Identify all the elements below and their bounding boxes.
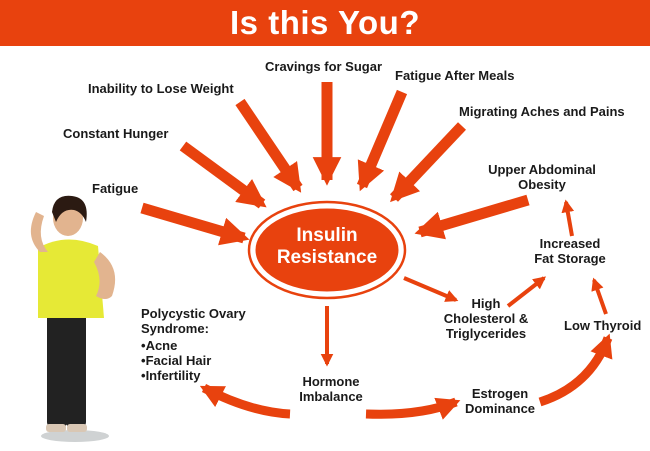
label-low-thyroid: Low Thyroid [564, 318, 642, 333]
page-title: Is this You? [230, 4, 420, 41]
upper-abdominal-line-2: Obesity [518, 177, 566, 192]
arrow-upper-abdominal [414, 194, 530, 240]
label-fatigue-after-meals: Fatigue After Meals [395, 68, 515, 83]
arrow-cholesterol-to-fat [506, 276, 547, 308]
label-hormone-imbalance: Hormone Imbalance [290, 374, 372, 404]
center-line-1: Insulin [296, 225, 358, 246]
center-ellipse [252, 205, 402, 295]
cholesterol-line-1: High [471, 296, 501, 311]
arrow-inability [235, 98, 303, 193]
arrow-to-cholesterol [403, 276, 459, 302]
label-increased-fat: Increased Fat Storage [520, 236, 620, 266]
label-pcos: Polycystic Ovary Syndrome: Acne Facial H… [141, 306, 246, 383]
estrogen-line-2: Dominance [464, 401, 536, 416]
arrow-thyroid-to-fat [591, 277, 608, 315]
arrow-to-pcos [199, 384, 291, 419]
label-fatigue: Fatigue [92, 181, 139, 196]
center-line-2: Resistance [276, 247, 378, 268]
upper-abdominal-line-1: Upper Abdominal [488, 162, 596, 177]
woman-figure [30, 195, 116, 442]
pcos-list: Acne Facial Hair Infertility [141, 338, 246, 383]
arrow-to-thyroid [538, 333, 613, 407]
label-constant-hunger: Constant Hunger [63, 126, 169, 141]
pcos-title-line-1: Polycystic Ovary [141, 306, 246, 321]
arrow-fatigue [140, 202, 250, 246]
increased-fat-line-1: Increased [539, 236, 601, 251]
insulin-resistance-label: Insulin Resistance [252, 225, 402, 269]
increased-fat-line-2: Fat Storage [534, 251, 606, 266]
pcos-item-acne: Acne [141, 338, 246, 353]
label-cholesterol: High Cholesterol & Triglycerides [436, 296, 536, 341]
pcos-item-infertility: Infertility [141, 368, 246, 383]
arrow-fatigue-after-meals [356, 89, 408, 192]
label-upper-abdominal: Upper Abdominal Obesity [478, 162, 606, 192]
pcos-title-line-2: Syndrome: [141, 321, 209, 336]
estrogen-line-1: Estrogen [471, 386, 529, 401]
label-estrogen-dominance: Estrogen Dominance [452, 386, 548, 416]
arrow-to-estrogen [365, 397, 461, 420]
hormone-line-1: Hormone [302, 374, 360, 389]
arrow-migrating [390, 122, 466, 203]
arrow-constant-hunger [179, 141, 267, 209]
pcos-item-facial-hair: Facial Hair [141, 353, 246, 368]
arrow-fat-to-upper [561, 199, 575, 237]
hormone-line-2: Imbalance [299, 389, 363, 404]
title-banner: Is this You? [0, 0, 650, 46]
label-migrating: Migrating Aches and Pains [459, 104, 625, 119]
cholesterol-line-2: Cholesterol & [443, 311, 529, 326]
label-cravings: Cravings for Sugar [265, 59, 383, 74]
cholesterol-line-3: Triglycerides [445, 326, 527, 341]
label-inability: Inability to Lose Weight [88, 81, 234, 96]
